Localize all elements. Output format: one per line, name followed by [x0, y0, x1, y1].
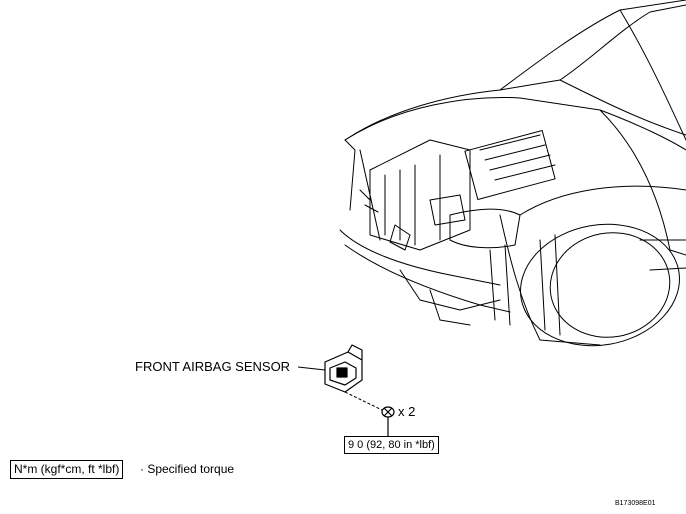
bumper-outline	[339, 229, 501, 286]
hood-line	[344, 97, 686, 151]
fender-outline	[519, 185, 686, 216]
bolt-quantity-label: x 2	[398, 404, 416, 419]
fender-liner	[499, 214, 601, 346]
hood-outline	[344, 4, 686, 141]
bolt-icon	[381, 406, 395, 436]
windshield-outline	[499, 0, 686, 91]
figure-id: B173098E01	[615, 500, 656, 507]
headlight-outline	[449, 208, 521, 249]
airbag-sensor-part	[324, 344, 363, 393]
torque-spec-box: 9 0 (92, 80 in *lbf)	[344, 436, 439, 454]
bolt-dashed-line	[344, 391, 383, 411]
legend-description: · Specified torque	[140, 462, 235, 476]
sensor-leader-line	[297, 366, 326, 371]
front-wheel	[520, 223, 680, 347]
legend-unit-box: N*m (kgf*cm, ft *lbf)	[10, 460, 124, 479]
engine-block	[464, 129, 556, 201]
front-airbag-sensor-label: FRONT AIRBAG SENSOR	[135, 359, 291, 374]
